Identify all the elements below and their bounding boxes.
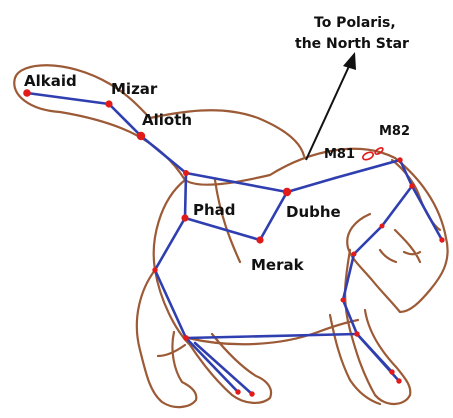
bear-tail-and-back: [14, 78, 395, 185]
line-hind-foot-1: [186, 338, 238, 392]
arrow-shaft: [306, 64, 350, 160]
star-head-a: [397, 157, 402, 162]
line-megrez-phad: [185, 173, 186, 218]
label-phad: Phad: [193, 201, 236, 219]
line-phad-merak: [185, 218, 260, 240]
star-alkaid: [23, 89, 31, 97]
star-merak: [256, 236, 263, 243]
star-phad: [181, 214, 188, 221]
line-mizar-alioth: [109, 104, 141, 136]
label-alkaid: Alkaid: [24, 72, 77, 90]
star-hind-d: [249, 391, 254, 396]
labels: Alkaid Mizar Alioth Phad Dubhe Merak M81…: [24, 15, 410, 274]
line-alioth-megrez: [141, 136, 186, 173]
star-hind-a: [152, 267, 157, 272]
star-front-d: [354, 331, 359, 336]
galaxy-m81: [362, 151, 375, 161]
star-front-c: [341, 298, 346, 303]
polaris-note-line-2: the North Star: [295, 36, 409, 52]
label-m81: M81: [324, 147, 355, 162]
label-mizar: Mizar: [111, 80, 158, 98]
line-head-4: [382, 186, 412, 226]
star-hind-b: [183, 335, 189, 341]
star-head-b: [409, 183, 414, 188]
polaris-arrow: [306, 52, 356, 160]
line-phad-hind: [155, 218, 185, 270]
star-mizar: [105, 100, 112, 107]
star-hind-c: [235, 389, 240, 394]
line-megrez-dubhe: [186, 173, 287, 192]
line-head-1: [335, 160, 400, 178]
star-front-a: [380, 224, 385, 229]
label-dubhe: Dubhe: [286, 203, 341, 221]
star-alioth: [137, 132, 145, 140]
star-dubhe: [283, 188, 291, 196]
label-alioth: Alioth: [142, 111, 192, 129]
bear-face: [380, 230, 420, 262]
arrow-head: [343, 52, 356, 70]
line-alkaid-mizar: [27, 93, 109, 104]
star-head-c: [439, 237, 444, 242]
line-merak-dubhe: [260, 192, 287, 240]
star-front-f: [396, 378, 401, 383]
bear-back-paw-top: [215, 180, 240, 262]
star-front-e: [389, 369, 394, 374]
line-front-1: [354, 226, 382, 254]
star-front-b: [352, 252, 357, 257]
line-dubhe-head: [287, 178, 335, 192]
line-hind-belly: [155, 270, 186, 338]
star-megrez: [183, 170, 189, 176]
label-merak: Merak: [251, 256, 305, 274]
polaris-note-line-1: To Polaris,: [314, 15, 396, 31]
label-m82: M82: [379, 124, 410, 139]
bear-head: [347, 158, 447, 312]
bear-outline: [14, 65, 447, 407]
